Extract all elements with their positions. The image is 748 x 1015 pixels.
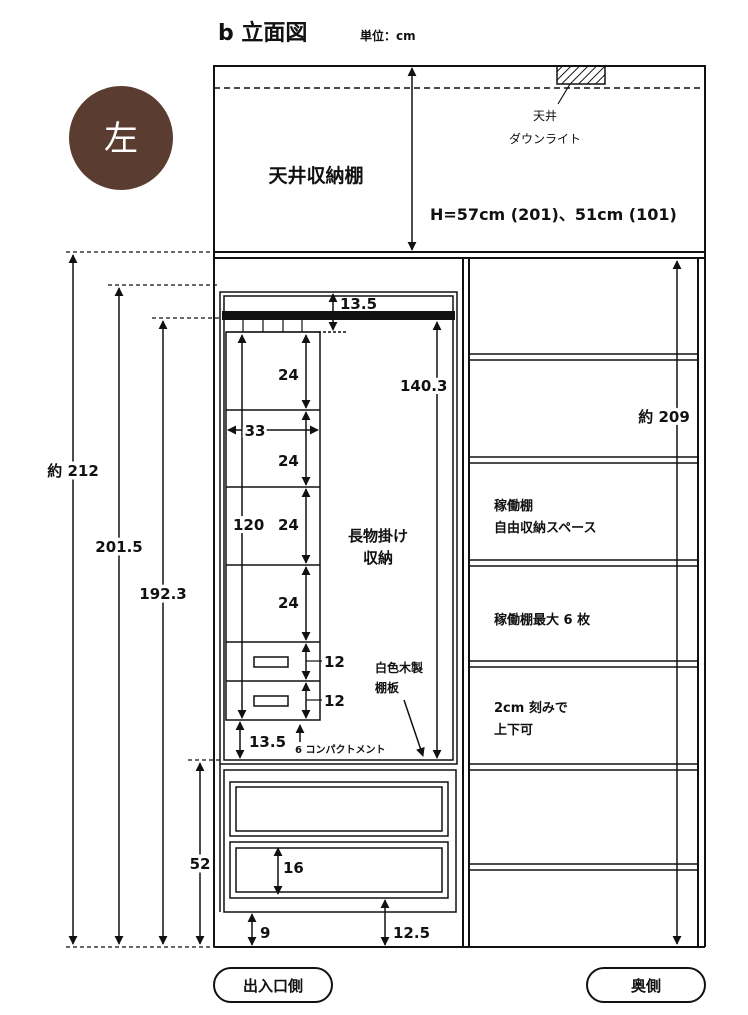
bottom-gap-label: 13.5 bbox=[249, 733, 286, 751]
compartment-block-label: 120 bbox=[233, 516, 264, 534]
compartment-2-label: 24 bbox=[278, 452, 299, 470]
right-unit-shelves bbox=[469, 353, 698, 871]
downlight-icon bbox=[556, 65, 606, 85]
hanging-height-label: 140.3 bbox=[400, 377, 447, 395]
ceiling-shelf-label: 天井収納棚 bbox=[268, 164, 363, 187]
shelf-board-label-1: 白色木製 bbox=[375, 660, 424, 675]
overall-height-label: 約 212 bbox=[47, 462, 99, 480]
right-label-3a: 2cm 刻みで bbox=[494, 700, 568, 716]
page-title: b 立面図 bbox=[218, 20, 307, 46]
right-label-2: 稼働棚最大 6 枚 bbox=[494, 612, 591, 628]
drawer-2-label: 12 bbox=[324, 692, 345, 710]
side-badge-label: 左 bbox=[104, 119, 138, 159]
entrance-side-button[interactable] bbox=[213, 967, 333, 1003]
dimension-guides bbox=[66, 251, 226, 948]
downlight-label-1: 天井 bbox=[533, 109, 557, 123]
cabinet-frame bbox=[213, 252, 706, 948]
drawer-1-label: 12 bbox=[324, 653, 345, 671]
entrance-side-label: 出入口側 bbox=[243, 977, 303, 995]
rod-hooks bbox=[226, 320, 320, 333]
left-unit bbox=[219, 291, 458, 913]
compartment-4-label: 24 bbox=[278, 594, 299, 612]
compartment-3-label: 24 bbox=[278, 516, 299, 534]
compartment-note: 6 コンパクトメント bbox=[295, 744, 385, 756]
compartment-width-label: 33 bbox=[245, 422, 266, 440]
rod-offset-label: 13.5 bbox=[340, 295, 377, 313]
back-side-button[interactable] bbox=[586, 967, 706, 1003]
height-2015-label: 201.5 bbox=[95, 538, 142, 556]
right-height-label: 約 209 bbox=[638, 408, 690, 426]
right-label-3b: 上下可 bbox=[494, 723, 533, 738]
shelf-board-pointer bbox=[403, 699, 425, 757]
right-label-1a: 稼働棚 bbox=[494, 498, 533, 514]
downlight-label-2: ダウンライト bbox=[509, 131, 581, 146]
right-label-1b: 自由収納スペース bbox=[494, 520, 596, 536]
ceiling-height-note: H=57cm (201)、51cm (101) bbox=[430, 205, 677, 224]
downlight-leader bbox=[557, 83, 571, 105]
hanging-rod bbox=[222, 311, 455, 320]
plinth-offset-label: 12.5 bbox=[393, 924, 430, 942]
base-height-label: 52 bbox=[190, 855, 211, 873]
hanging-label-1: 長物掛け bbox=[348, 527, 408, 545]
plinth-label: 9 bbox=[260, 924, 270, 942]
height-1923-label: 192.3 bbox=[139, 585, 186, 603]
compartment-1-label: 24 bbox=[278, 366, 299, 384]
unit-label: 単位：cm bbox=[360, 28, 416, 43]
hanging-label-2: 収納 bbox=[363, 549, 393, 567]
base-drawer-label: 16 bbox=[283, 859, 304, 877]
side-badge bbox=[69, 86, 173, 190]
shelf-board-label-2: 棚板 bbox=[375, 680, 400, 695]
back-side-label: 奥側 bbox=[631, 977, 661, 995]
ceiling-storage bbox=[213, 65, 706, 259]
